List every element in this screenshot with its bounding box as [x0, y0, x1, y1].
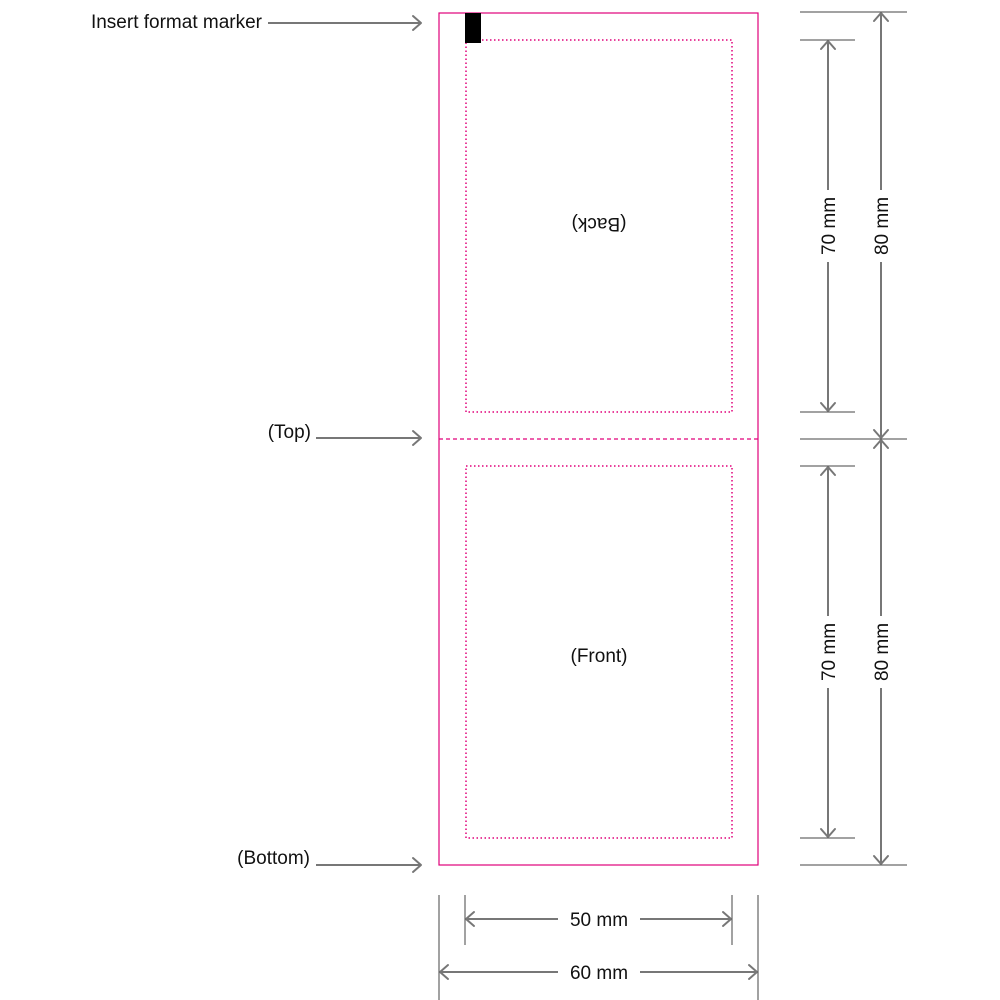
bottom-caption: (Bottom)	[237, 848, 310, 869]
right-extension-lines	[800, 11, 907, 866]
back-label: (Back)	[572, 213, 627, 234]
back-print-area	[465, 39, 733, 413]
top-arrow	[316, 430, 422, 446]
inner-width-label: 50 mm	[570, 910, 628, 931]
insert-marker-caption: Insert format marker	[91, 12, 263, 33]
upper-inner-height-dimension	[820, 40, 836, 412]
bottom-extension-lines	[438, 895, 759, 1000]
top-caption: (Top)	[268, 422, 311, 443]
label-outline	[438, 12, 759, 866]
outer-width-label: 60 mm	[570, 963, 628, 984]
upper-outer-height-dimension	[873, 12, 889, 439]
inner-width-dimension	[465, 911, 732, 927]
upper-outer-height-label: 80 mm	[872, 197, 893, 255]
outer-width-dimension	[439, 964, 758, 980]
front-label: (Front)	[571, 646, 628, 667]
lower-outer-height-dimension	[873, 439, 889, 865]
bottom-arrow	[316, 857, 422, 873]
lower-inner-height-dimension	[820, 466, 836, 838]
insert-format-marker	[465, 13, 481, 43]
insert-marker-arrow	[268, 15, 422, 31]
lower-outer-height-label: 80 mm	[872, 623, 893, 681]
upper-inner-height-label: 70 mm	[819, 197, 840, 255]
lower-inner-height-label: 70 mm	[819, 623, 840, 681]
front-print-area	[465, 465, 733, 839]
